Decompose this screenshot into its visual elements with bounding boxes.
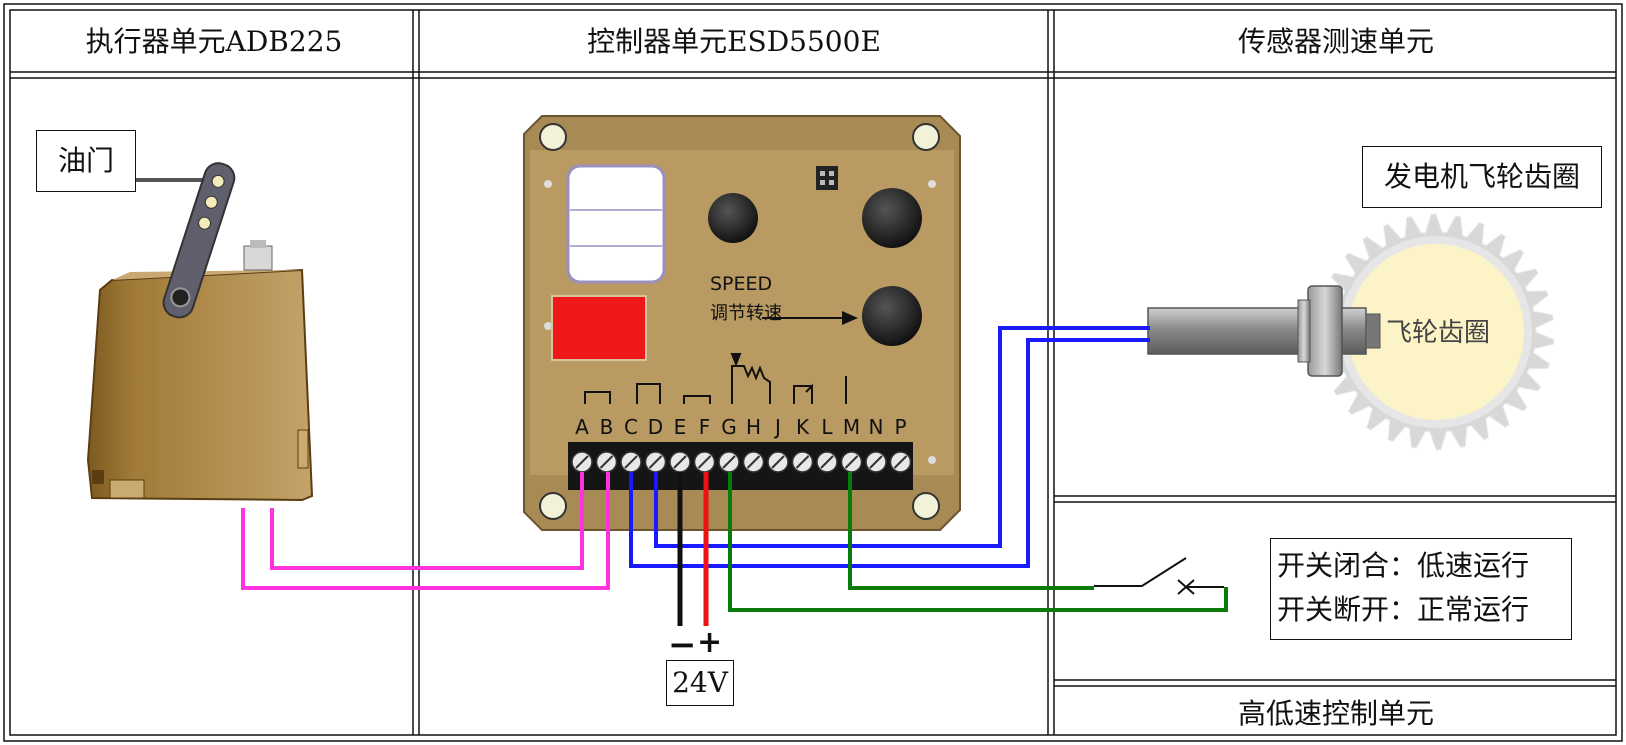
- section-header-speed-control: 高低速控制单元: [1237, 697, 1434, 730]
- minus-sign: −: [668, 625, 697, 665]
- potentiometer-icon: [730, 353, 771, 404]
- terminal-letter-e: E: [674, 415, 687, 439]
- speed-sensor-icon: [1147, 285, 1381, 377]
- terminal-letter-l: L: [821, 415, 833, 439]
- terminal-letter-b: B: [600, 415, 614, 439]
- flywheel-gear-text: 飞轮齿圈: [1386, 318, 1491, 348]
- terminal-screws: [571, 451, 912, 473]
- wire-blue-d: [654, 326, 1150, 548]
- switch-icon: [1094, 557, 1224, 595]
- terminal-letter-n: N: [869, 415, 884, 439]
- switch-closed-text: 开关闭合：低速运行: [1277, 549, 1530, 582]
- power-24v-label: 24V: [666, 660, 734, 706]
- table-frame: [3, 3, 1623, 742]
- actuator-body-icon: [86, 162, 314, 502]
- wire-green-g: [728, 472, 1228, 612]
- pcb-board-icon: [523, 115, 961, 531]
- terminal-letter-g: G: [721, 415, 737, 439]
- throttle-label: 油门: [36, 130, 136, 192]
- terminal-letter-h: H: [746, 415, 761, 439]
- wire-green-m: [848, 472, 1094, 590]
- switch-note-box: 开关闭合：低速运行 开关断开：正常运行: [1270, 538, 1572, 640]
- section-header-sensor: 传感器测速单元: [1237, 25, 1434, 58]
- wire-blue-c: [629, 338, 1150, 568]
- terminal-letter-j: J: [773, 415, 781, 439]
- switch-open-text: 开关断开：正常运行: [1277, 593, 1530, 626]
- terminal-letter-c: C: [624, 415, 638, 439]
- flywheel-gear-icon: [1317, 213, 1555, 451]
- flywheel-box-label: 发电机飞轮齿圈: [1362, 146, 1602, 208]
- plus-sign: +: [697, 625, 723, 660]
- wire-pink-b: [270, 472, 584, 570]
- speed-label-cn: 调节转速: [710, 303, 782, 324]
- section-header-actuator: 执行器单元ADB225: [85, 25, 343, 58]
- terminal-letter-a: A: [575, 415, 589, 439]
- wire-pink-a: [241, 472, 610, 590]
- terminal-letter-k: K: [796, 415, 810, 439]
- terminal-letter-d: D: [648, 415, 663, 439]
- section-header-controller: 控制器单元ESD5500E: [587, 25, 881, 58]
- speed-label-en: SPEED: [710, 273, 773, 295]
- terminal-letter-f: F: [699, 415, 711, 439]
- terminal-letter-m: M: [843, 415, 860, 439]
- terminal-letter-p: P: [894, 415, 906, 439]
